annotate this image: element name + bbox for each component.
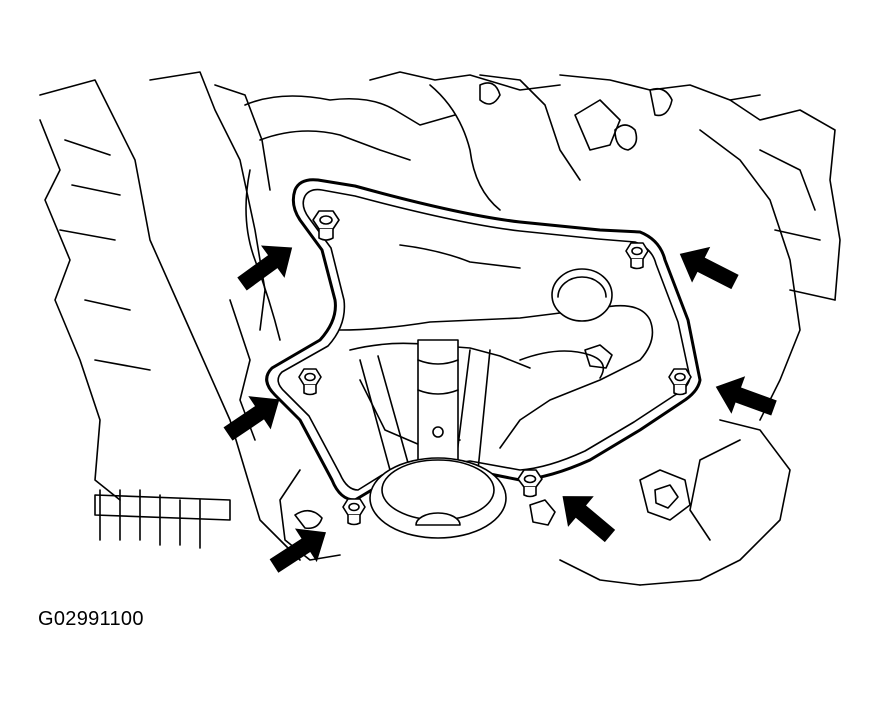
shaft-assembly <box>359 339 507 539</box>
damper-mount <box>369 457 507 539</box>
arrow-icon <box>223 396 280 441</box>
bolt-middle-right <box>668 368 692 396</box>
bolts <box>298 210 692 526</box>
arrow-icon <box>715 376 777 416</box>
bolt-top-left <box>312 210 340 241</box>
arrow-icon <box>562 496 616 543</box>
engine-background-linework <box>39 71 841 586</box>
arrow-icon <box>679 246 739 290</box>
arrow-icon <box>269 528 326 573</box>
bolt-top-right <box>625 242 649 270</box>
arrow-icon <box>237 245 293 291</box>
bolt-middle-left <box>298 368 322 396</box>
bolt-bottom-right <box>517 469 543 498</box>
cover-plate-gasket-inner <box>277 188 691 491</box>
shaft-pin <box>432 426 444 438</box>
callout-arrows <box>223 245 777 573</box>
bolt-bottom-left <box>342 498 366 526</box>
figure-code: G02991100 <box>38 608 144 630</box>
cover-plate-inner-contour <box>339 304 654 449</box>
cover-plate-gasket-outer <box>265 178 702 502</box>
